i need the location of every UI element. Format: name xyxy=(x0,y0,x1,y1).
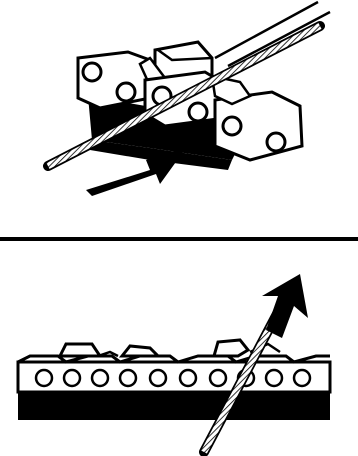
cutter-tooth-middle xyxy=(122,346,158,356)
cutter-tooth-left xyxy=(60,344,118,356)
top-panel xyxy=(48,2,330,196)
guide-bar xyxy=(18,390,330,420)
chain-link-left xyxy=(78,52,150,108)
cutter-tooth-right xyxy=(214,340,280,356)
bottom-panel xyxy=(18,274,330,452)
arrow-icon xyxy=(262,274,308,338)
panel-divider xyxy=(0,237,358,241)
